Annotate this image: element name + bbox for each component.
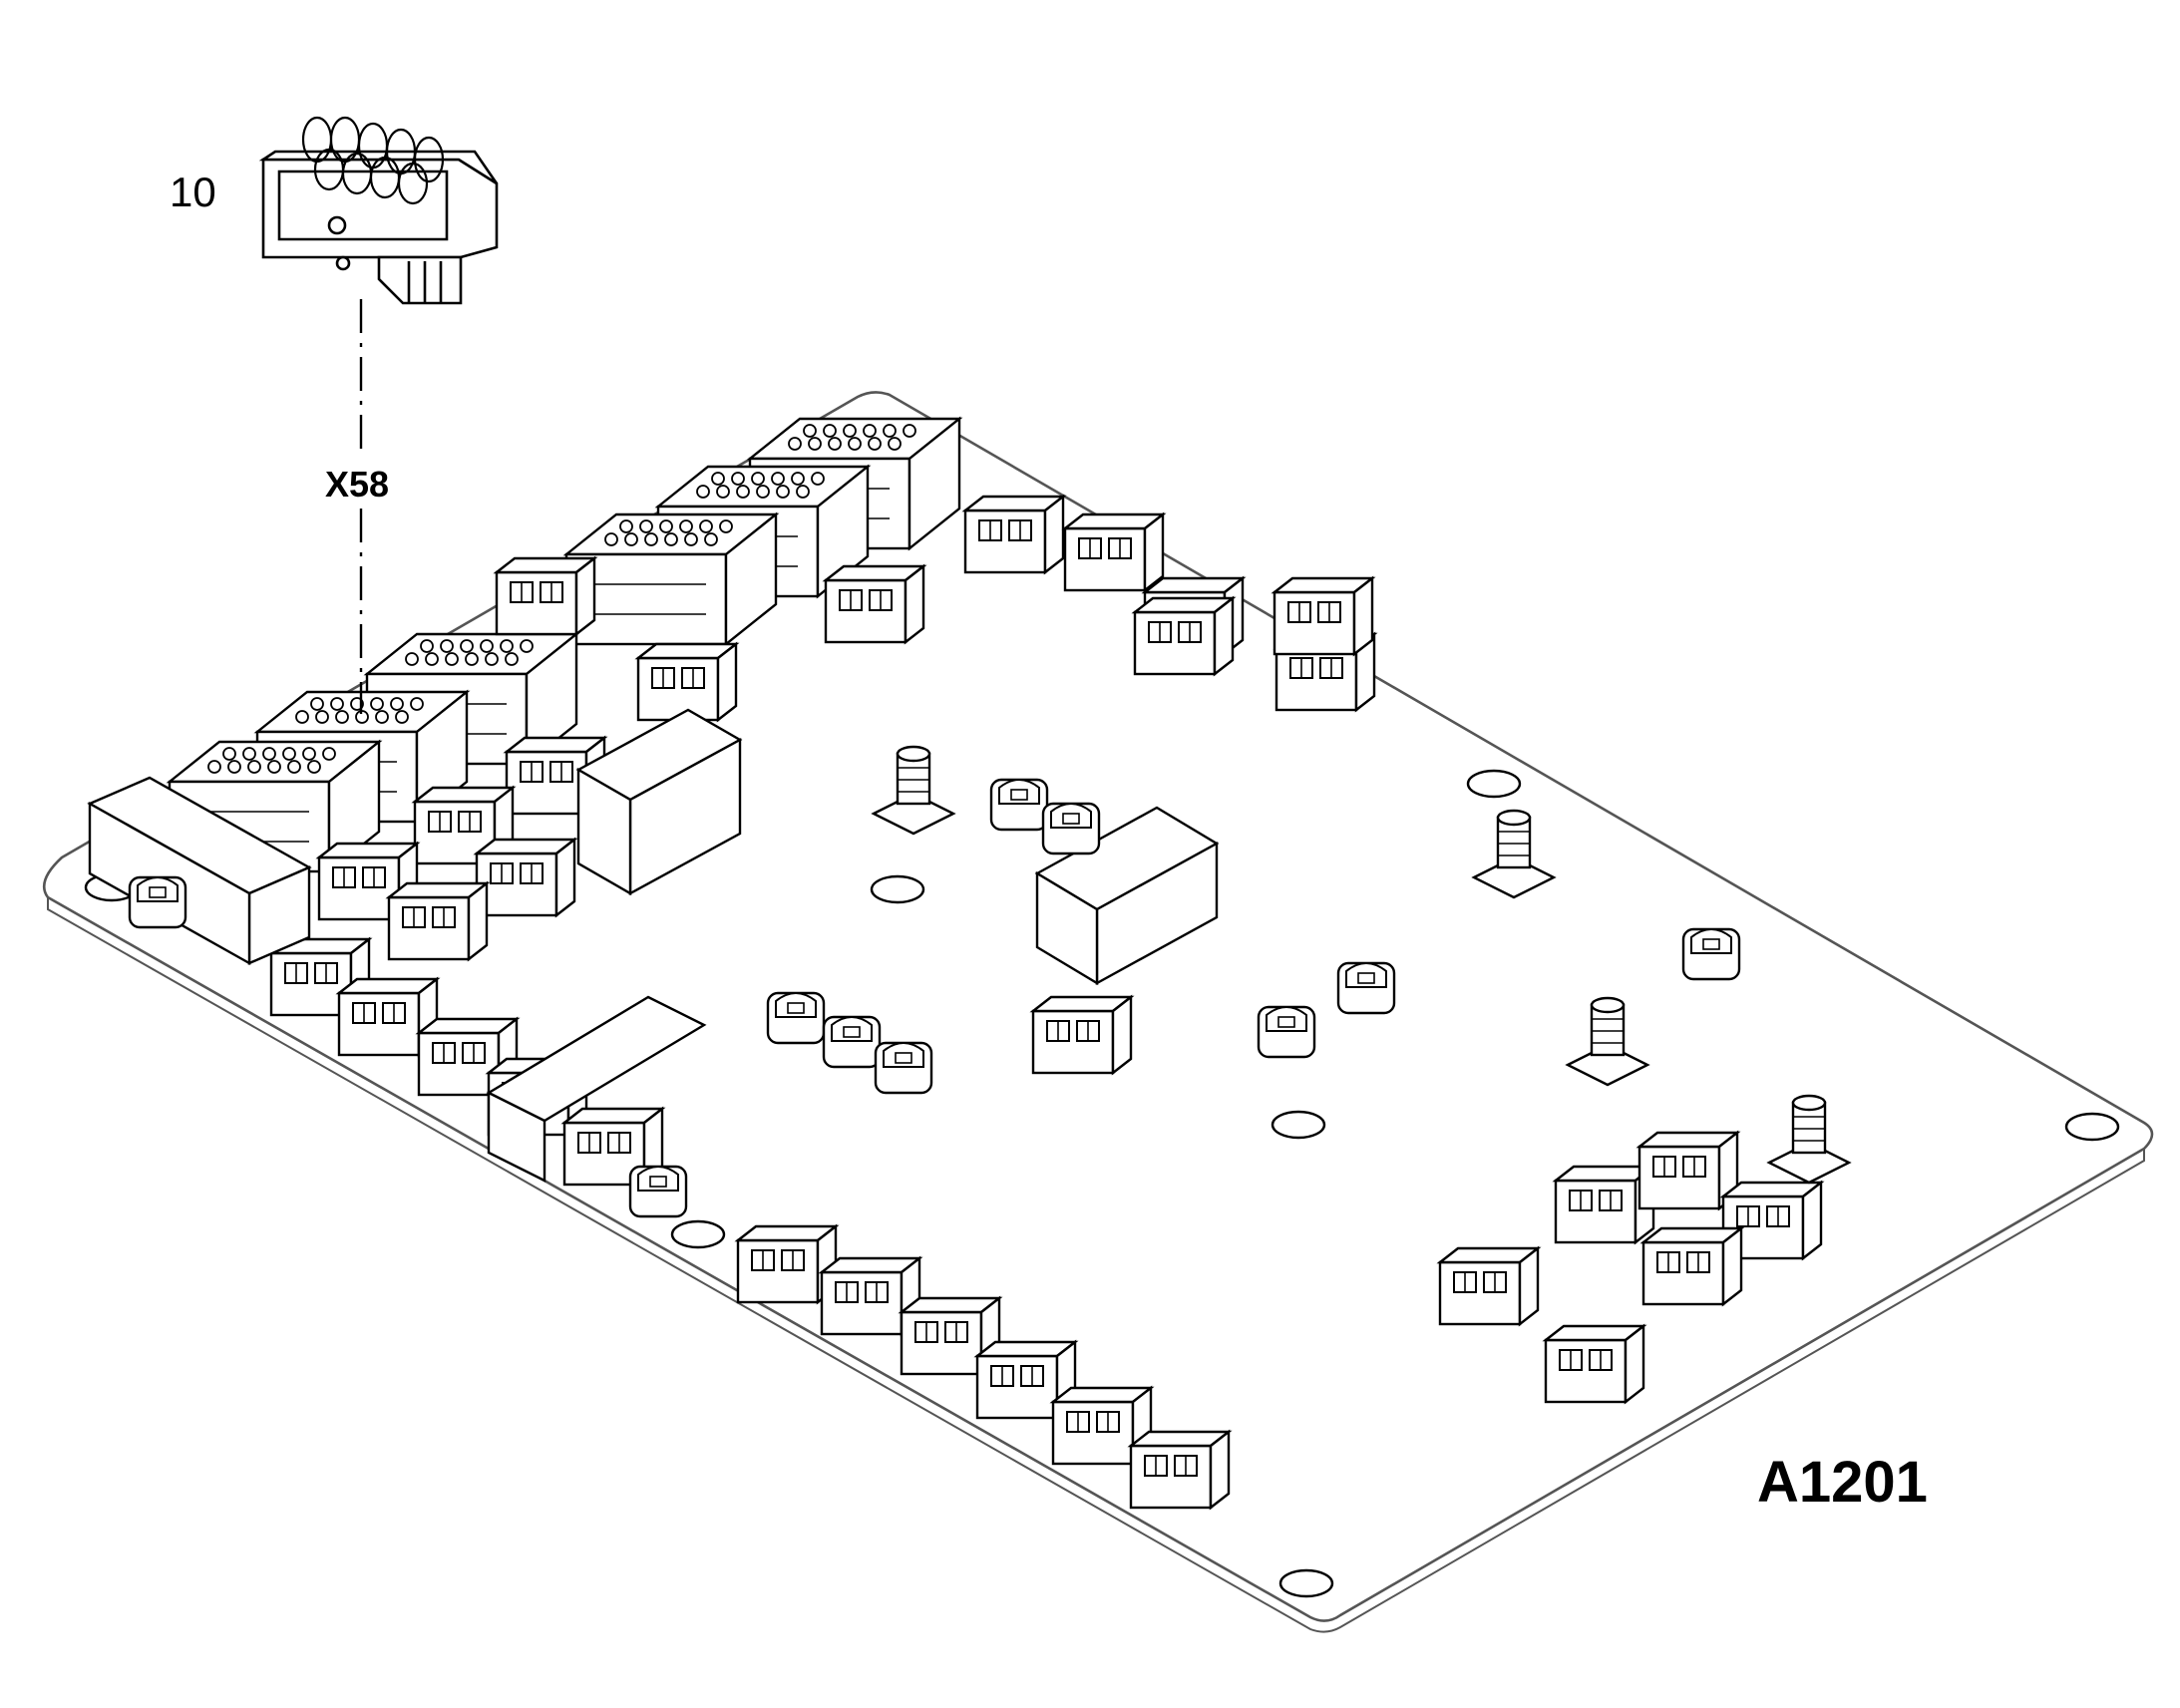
part-number-label: 10: [170, 169, 216, 215]
connector-reference-label: X58: [325, 464, 390, 505]
part-10-connector: [258, 116, 499, 305]
assembly-reference-label: A1201: [1757, 1450, 1928, 1515]
